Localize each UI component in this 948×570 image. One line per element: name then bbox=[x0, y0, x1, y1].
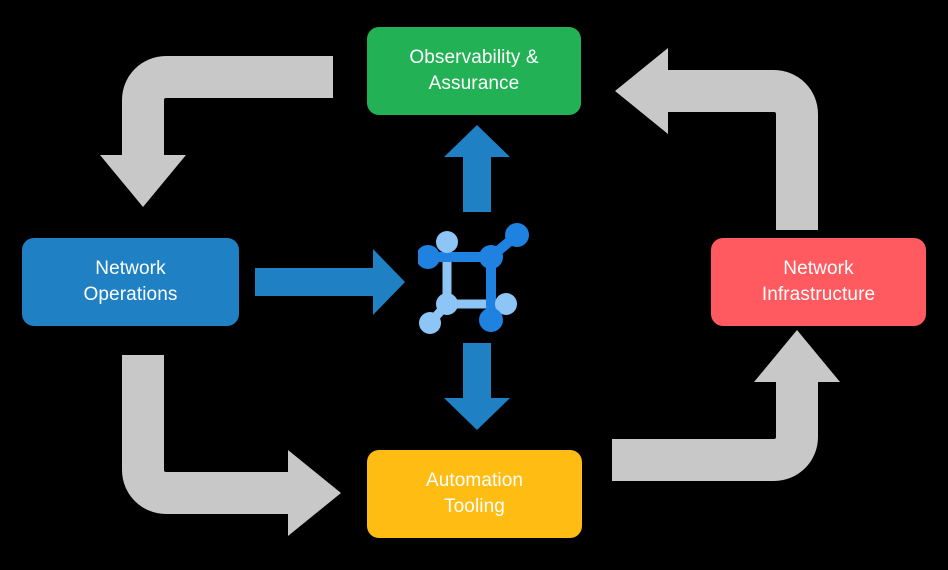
network-node-mid-right bbox=[495, 293, 517, 315]
arrow-observability-to-operations bbox=[100, 56, 333, 207]
network-icon-nodes-secondary bbox=[419, 231, 517, 334]
arrow-center-to-automation bbox=[444, 343, 510, 430]
network-node-mid-left bbox=[436, 293, 458, 315]
network-icon-nodes-primary bbox=[418, 223, 529, 332]
node-box-automation[interactable]: Automation Tooling bbox=[367, 450, 582, 538]
network-node-top-right bbox=[505, 223, 529, 247]
node-label-operations: Network Operations bbox=[83, 258, 178, 305]
network-node-bottom-left bbox=[419, 312, 441, 334]
network-node-top-left bbox=[436, 231, 458, 253]
node-box-observability[interactable]: Observability & Assurance bbox=[367, 27, 581, 115]
node-label-infrastructure: Network Infrastructure bbox=[761, 258, 876, 305]
network-topology-icon bbox=[418, 223, 529, 334]
network-node-left bbox=[418, 245, 440, 269]
arrow-automation-to-infrastructure bbox=[612, 330, 840, 481]
node-label-observability: Observability & Assurance bbox=[409, 47, 539, 94]
network-node-bottom bbox=[479, 308, 503, 332]
network-node-hub bbox=[479, 245, 503, 269]
node-label-automation: Automation Tooling bbox=[425, 470, 524, 517]
node-box-infrastructure[interactable]: Network Infrastructure bbox=[711, 238, 926, 326]
node-box-operations[interactable]: Network Operations bbox=[22, 238, 239, 326]
arrow-infrastructure-to-observability bbox=[615, 48, 818, 230]
arrow-operations-to-center bbox=[255, 249, 405, 315]
arrow-operations-to-automation bbox=[122, 355, 341, 536]
arrow-center-to-observability bbox=[444, 125, 510, 212]
